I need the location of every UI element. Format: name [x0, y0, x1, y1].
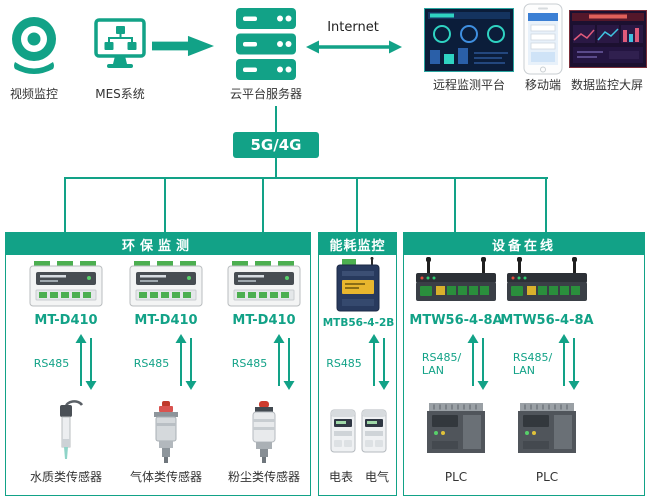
bus-link: RS485	[319, 335, 398, 393]
group-devices-online: 设备在线 MTW56-4-8A MTW56-4-8A RS485/ LAN RS…	[403, 232, 645, 496]
endpoint-label: PLC	[444, 470, 468, 484]
mt-d410-device-image	[29, 261, 103, 311]
internet-label: Internet	[327, 20, 379, 35]
group-energy-monitoring: 能耗监控 MTB56-4-2B RS485 电表 电气	[318, 232, 397, 496]
device-label: MT-D410	[232, 313, 296, 328]
connector-badge-to-bus	[275, 158, 277, 178]
endpoint-label: PLC	[535, 470, 559, 484]
device-label: MTW56-4-8A	[500, 313, 594, 328]
mobile-label: 移动端	[524, 78, 561, 92]
bus-line-2: LAN	[421, 364, 444, 377]
device-label: MT-D410	[134, 313, 198, 328]
mtw56-router-image	[414, 257, 498, 309]
mobile-phone-image	[520, 3, 566, 79]
connector-drop-1	[64, 177, 66, 232]
updown-arrows-icon	[74, 334, 98, 394]
endpoint-label: 气体类传感器	[129, 470, 202, 484]
mtw56-router-image	[505, 257, 589, 309]
connector-cloud-to-badge	[275, 106, 277, 132]
updown-arrows-icon	[466, 334, 490, 394]
group-env-title: 环保监测	[6, 233, 310, 255]
endpoint-label: 电表	[328, 470, 353, 484]
group-energy-title: 能耗监控	[319, 233, 396, 255]
group-env-monitoring: 环保监测 MT-D410 MT-D410 MT-D410 RS485 RS485…	[5, 232, 311, 496]
device-label: MTB56-4-2B	[322, 317, 395, 329]
bus-link: RS485	[11, 335, 121, 393]
connector-bus-horizontal	[64, 177, 548, 179]
big-screen-label: 数据监控大屏	[570, 78, 643, 92]
updown-arrows-icon	[557, 334, 581, 394]
updown-arrows-icon	[367, 334, 391, 394]
bus-label: RS485	[326, 357, 362, 371]
internet-double-arrow-icon	[306, 39, 402, 59]
video-monitor-label: 视频监控	[9, 87, 58, 101]
mtb56-device-image	[335, 257, 381, 317]
water-sensor-image	[44, 399, 88, 467]
plc-image	[518, 403, 576, 461]
connector-drop-4	[356, 177, 358, 232]
cloud-server-icon	[236, 8, 296, 84]
bus-line-2: LAN	[512, 364, 535, 377]
bus-link: RS485	[209, 335, 319, 393]
webcam-icon	[9, 14, 59, 82]
electric-meter-image	[361, 409, 387, 457]
mt-d410-device-image	[129, 261, 203, 311]
device-label: MT-D410	[34, 313, 98, 328]
bus-label: RS485	[133, 357, 170, 371]
bus-label: RS485/ LAN	[513, 351, 552, 377]
bus-label: RS485	[231, 357, 268, 371]
gas-sensor-image	[142, 401, 190, 467]
big-screen-image	[569, 10, 647, 72]
connector-drop-2	[164, 177, 166, 232]
bus-link: RS485	[111, 335, 221, 393]
endpoint-label: 粉尘类传感器	[227, 470, 300, 484]
remote-platform-label: 远程监测平台	[432, 78, 505, 92]
electric-meter-image	[330, 409, 356, 457]
bus-label: RS485/ LAN	[422, 351, 461, 377]
connector-drop-6	[545, 177, 547, 232]
mes-system-icon	[94, 18, 146, 76]
group-devices-title: 设备在线	[404, 233, 644, 255]
mt-d410-device-image	[227, 261, 301, 311]
connector-drop-5	[454, 177, 456, 232]
bus-link: RS485/ LAN	[406, 335, 506, 393]
remote-platform-image	[424, 8, 514, 76]
updown-arrows-icon	[272, 334, 296, 394]
dust-sensor-image	[240, 401, 288, 467]
connector-drop-3	[262, 177, 264, 232]
network-badge: 5G/4G	[233, 132, 319, 158]
device-label: MTW56-4-8A	[409, 313, 503, 328]
bus-line-1: RS485/	[421, 350, 462, 364]
cloud-server-label: 云平台服务器	[229, 87, 302, 101]
updown-arrows-icon	[174, 334, 198, 394]
flow-arrow-icon	[152, 35, 214, 57]
plc-image	[427, 403, 485, 461]
mes-system-label: MES系统	[95, 87, 145, 101]
endpoint-label: 电气	[364, 470, 389, 484]
bus-link: RS485/ LAN	[497, 335, 597, 393]
endpoint-label: 水质类传感器	[29, 470, 102, 484]
bus-line-1: RS485/	[512, 350, 553, 364]
bus-label: RS485	[33, 357, 70, 371]
